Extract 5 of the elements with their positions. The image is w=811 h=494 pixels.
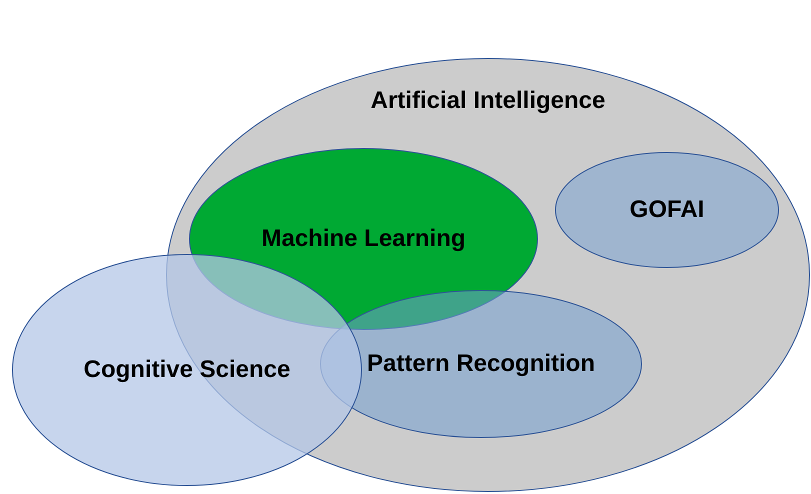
region-label: Artificial Intelligence (370, 87, 606, 116)
region-label: Cognitive Science (84, 356, 290, 384)
region-label: Pattern Recognition (367, 350, 595, 378)
region-label: GOFAI (630, 196, 704, 224)
region-label: Machine Learning (261, 225, 466, 253)
